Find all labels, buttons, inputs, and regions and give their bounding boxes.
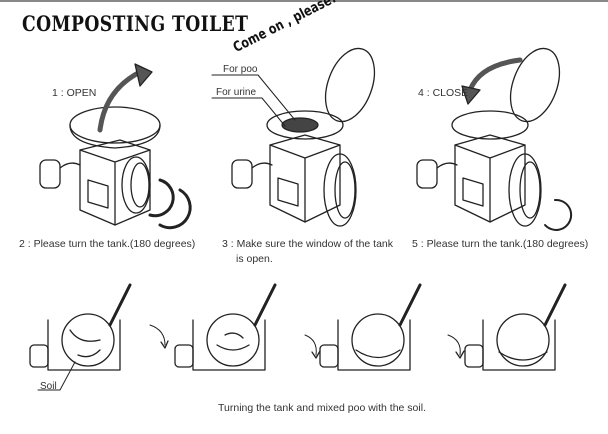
label-for-urine: For urine xyxy=(216,87,257,98)
label-soil: Soil xyxy=(40,381,57,392)
toilet-step4-drawing xyxy=(416,47,573,231)
toilet-step1-drawing xyxy=(39,63,192,230)
step-3-label: 3 : Make sure the window of the tank xyxy=(222,238,394,250)
top-border xyxy=(0,0,608,2)
step-4-label: 4 : CLOSE xyxy=(418,87,469,99)
page-title: COMPOSTING TOILET xyxy=(22,11,249,36)
step-5-label: 5 : Please turn the tank.(180 degrees) xyxy=(412,238,589,250)
label-for-poo: For poo xyxy=(223,64,258,75)
toilet-step3-drawing xyxy=(211,47,376,227)
bottom-caption: Turning the tank and mixed poo with the … xyxy=(218,402,426,414)
tank-sequence-drawing xyxy=(29,283,567,391)
step-1-label: 1 : OPEN xyxy=(52,87,97,99)
step-3-label-cont: is open. xyxy=(236,253,273,265)
step-2-label: 2 : Please turn the tank.(180 degrees) xyxy=(19,238,196,250)
